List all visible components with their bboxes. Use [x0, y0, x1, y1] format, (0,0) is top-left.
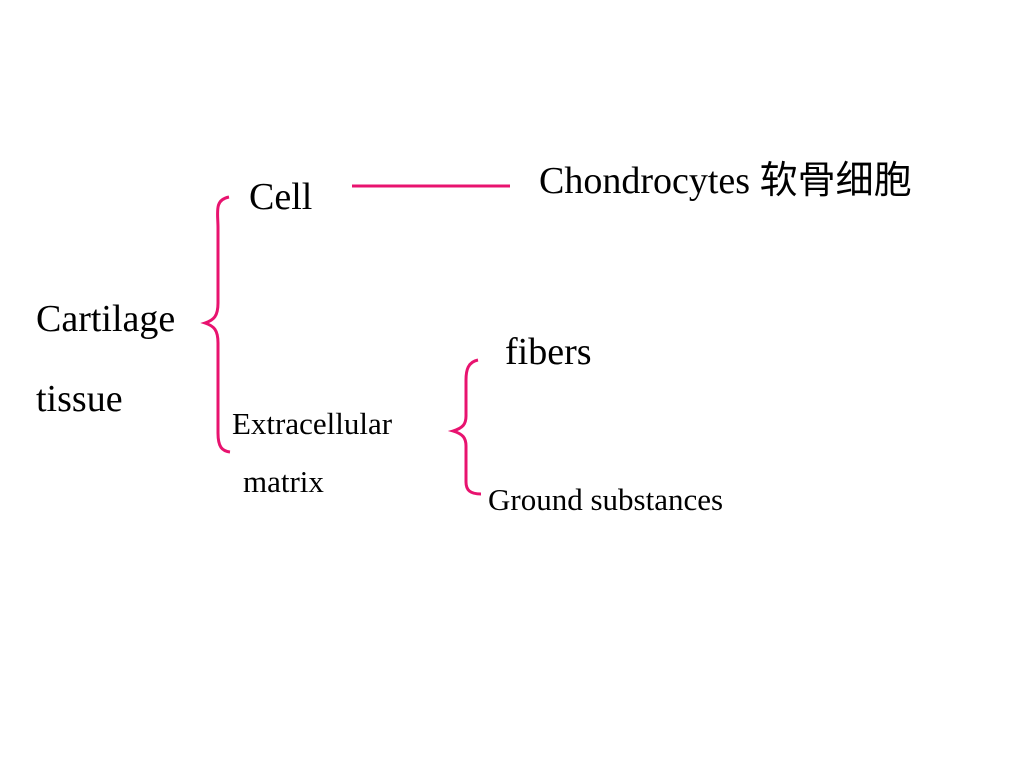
- root-label-line2: tissue: [36, 378, 123, 420]
- root-label-line1: Cartilage: [36, 298, 176, 340]
- ground-substances-label: Ground substances: [488, 482, 724, 517]
- main-brace: [200, 195, 231, 454]
- cell-label: Cell: [249, 176, 313, 218]
- fibers-label: fibers: [505, 331, 592, 373]
- matrix-brace: [447, 358, 482, 496]
- extracellular-label-line2: matrix: [243, 464, 324, 499]
- extracellular-label-line1: Extracellular: [232, 406, 393, 441]
- chondrocytes-label: Chondrocytes 软骨细胞: [539, 160, 912, 202]
